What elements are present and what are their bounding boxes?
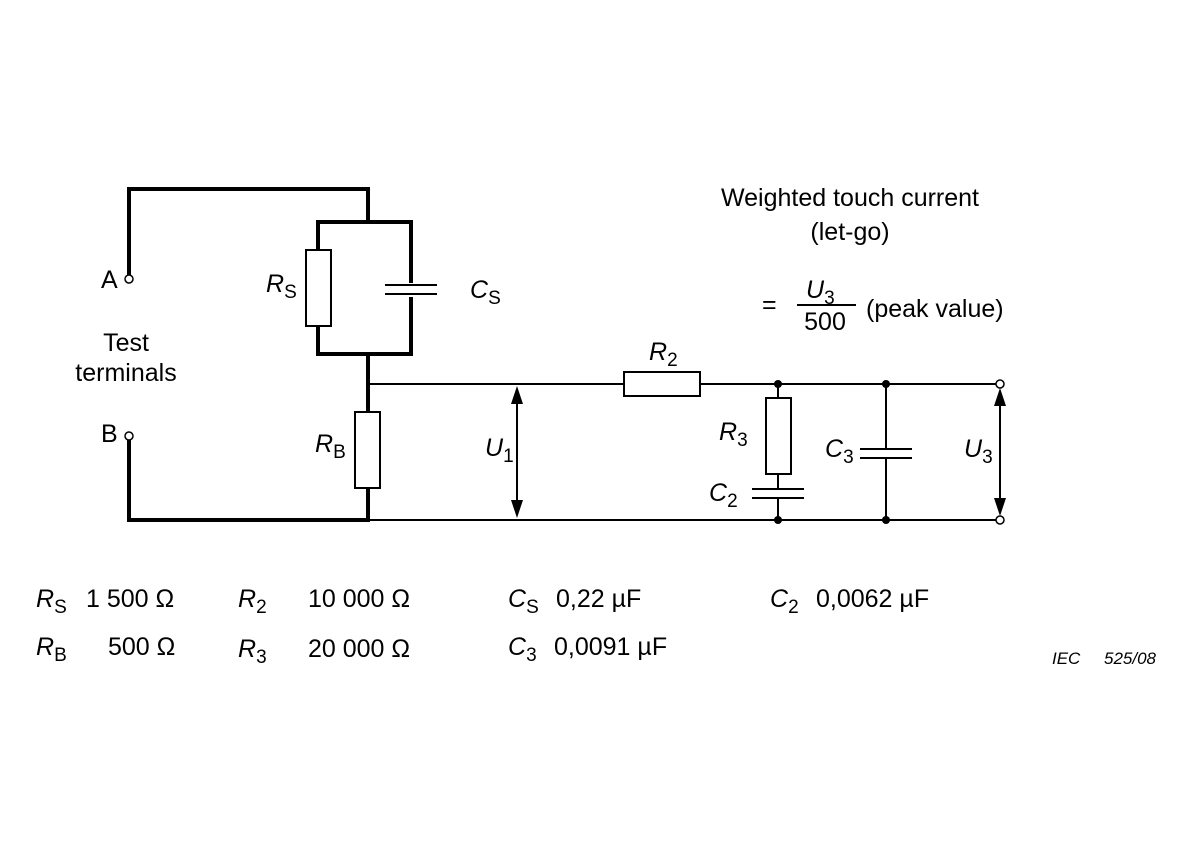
resistor-rb	[354, 411, 381, 489]
junction-dots	[774, 380, 890, 524]
formula-title-line2: (let-go)	[810, 218, 889, 246]
label-rb: RB	[315, 430, 346, 463]
junction-c3-top	[882, 380, 890, 388]
terminal-b-circle	[124, 431, 134, 441]
value-cs: 0,22 µF	[556, 585, 641, 613]
formula-equals: =	[762, 291, 777, 319]
test-terminals-caption-2: terminals	[75, 359, 176, 387]
formula-title-line1: Weighted touch current	[721, 184, 979, 212]
label-cs: CS	[470, 276, 501, 309]
value-row-rs-label: RS	[36, 585, 67, 618]
label-r2: R2	[649, 338, 678, 371]
junction-c2-bottom	[774, 516, 782, 524]
resistor-r3	[765, 397, 792, 475]
terminal-a-circle	[124, 274, 134, 284]
measurement-network-wiring	[368, 383, 996, 521]
label-c2: C2	[709, 479, 738, 512]
label-c3: C3	[825, 435, 854, 468]
label-rs: RS	[266, 270, 297, 303]
value-row-c3-label: C3	[508, 633, 537, 666]
formula-note: (peak value)	[866, 295, 1004, 323]
wire-terminal-b	[127, 438, 370, 522]
capacitor-cs	[385, 222, 437, 354]
figure-reference-number: 525/08	[1104, 649, 1157, 668]
label-u3: U3	[964, 435, 993, 468]
test-terminals-caption-1: Test	[103, 329, 149, 357]
junction-r3-top	[774, 380, 782, 388]
value-r3: 20 000 Ω	[308, 635, 410, 663]
figure-reference-org: IEC	[1052, 649, 1081, 668]
value-row-c2-label: C2	[770, 585, 799, 618]
value-row-rb-label: RB	[36, 633, 67, 666]
value-rb: 500 Ω	[108, 633, 175, 661]
value-row-cs-label: CS	[508, 585, 539, 618]
output-terminal-bottom	[995, 515, 1005, 525]
value-row-r2-label: R2	[238, 585, 267, 618]
capacitor-c2	[752, 488, 804, 499]
resistor-rs	[305, 249, 332, 327]
formula-numerator: U3	[806, 276, 835, 309]
formula-denominator: 500	[804, 308, 846, 336]
terminal-b-label: B	[101, 420, 118, 448]
resistor-r2	[623, 371, 701, 397]
component-values-table: RS 1 500 Ω RB 500 Ω R2 10 000 Ω R3 20 00…	[36, 585, 929, 668]
label-r3: R3	[719, 418, 748, 451]
junction-c3-bottom	[882, 516, 890, 524]
output-terminal-top	[995, 379, 1005, 389]
label-u1: U1	[485, 434, 514, 467]
voltage-arrow-u3	[994, 388, 1006, 516]
terminal-a-label: A	[101, 266, 118, 294]
voltage-arrow-u1	[511, 386, 523, 518]
value-r2: 10 000 Ω	[308, 585, 410, 613]
wire-terminal-a	[127, 187, 370, 277]
value-rs: 1 500 Ω	[86, 585, 174, 613]
value-c3: 0,0091 µF	[554, 633, 667, 661]
capacitor-c3	[860, 448, 912, 459]
value-row-r3-label: R3	[238, 635, 267, 668]
value-c2: 0,0062 µF	[816, 585, 929, 613]
